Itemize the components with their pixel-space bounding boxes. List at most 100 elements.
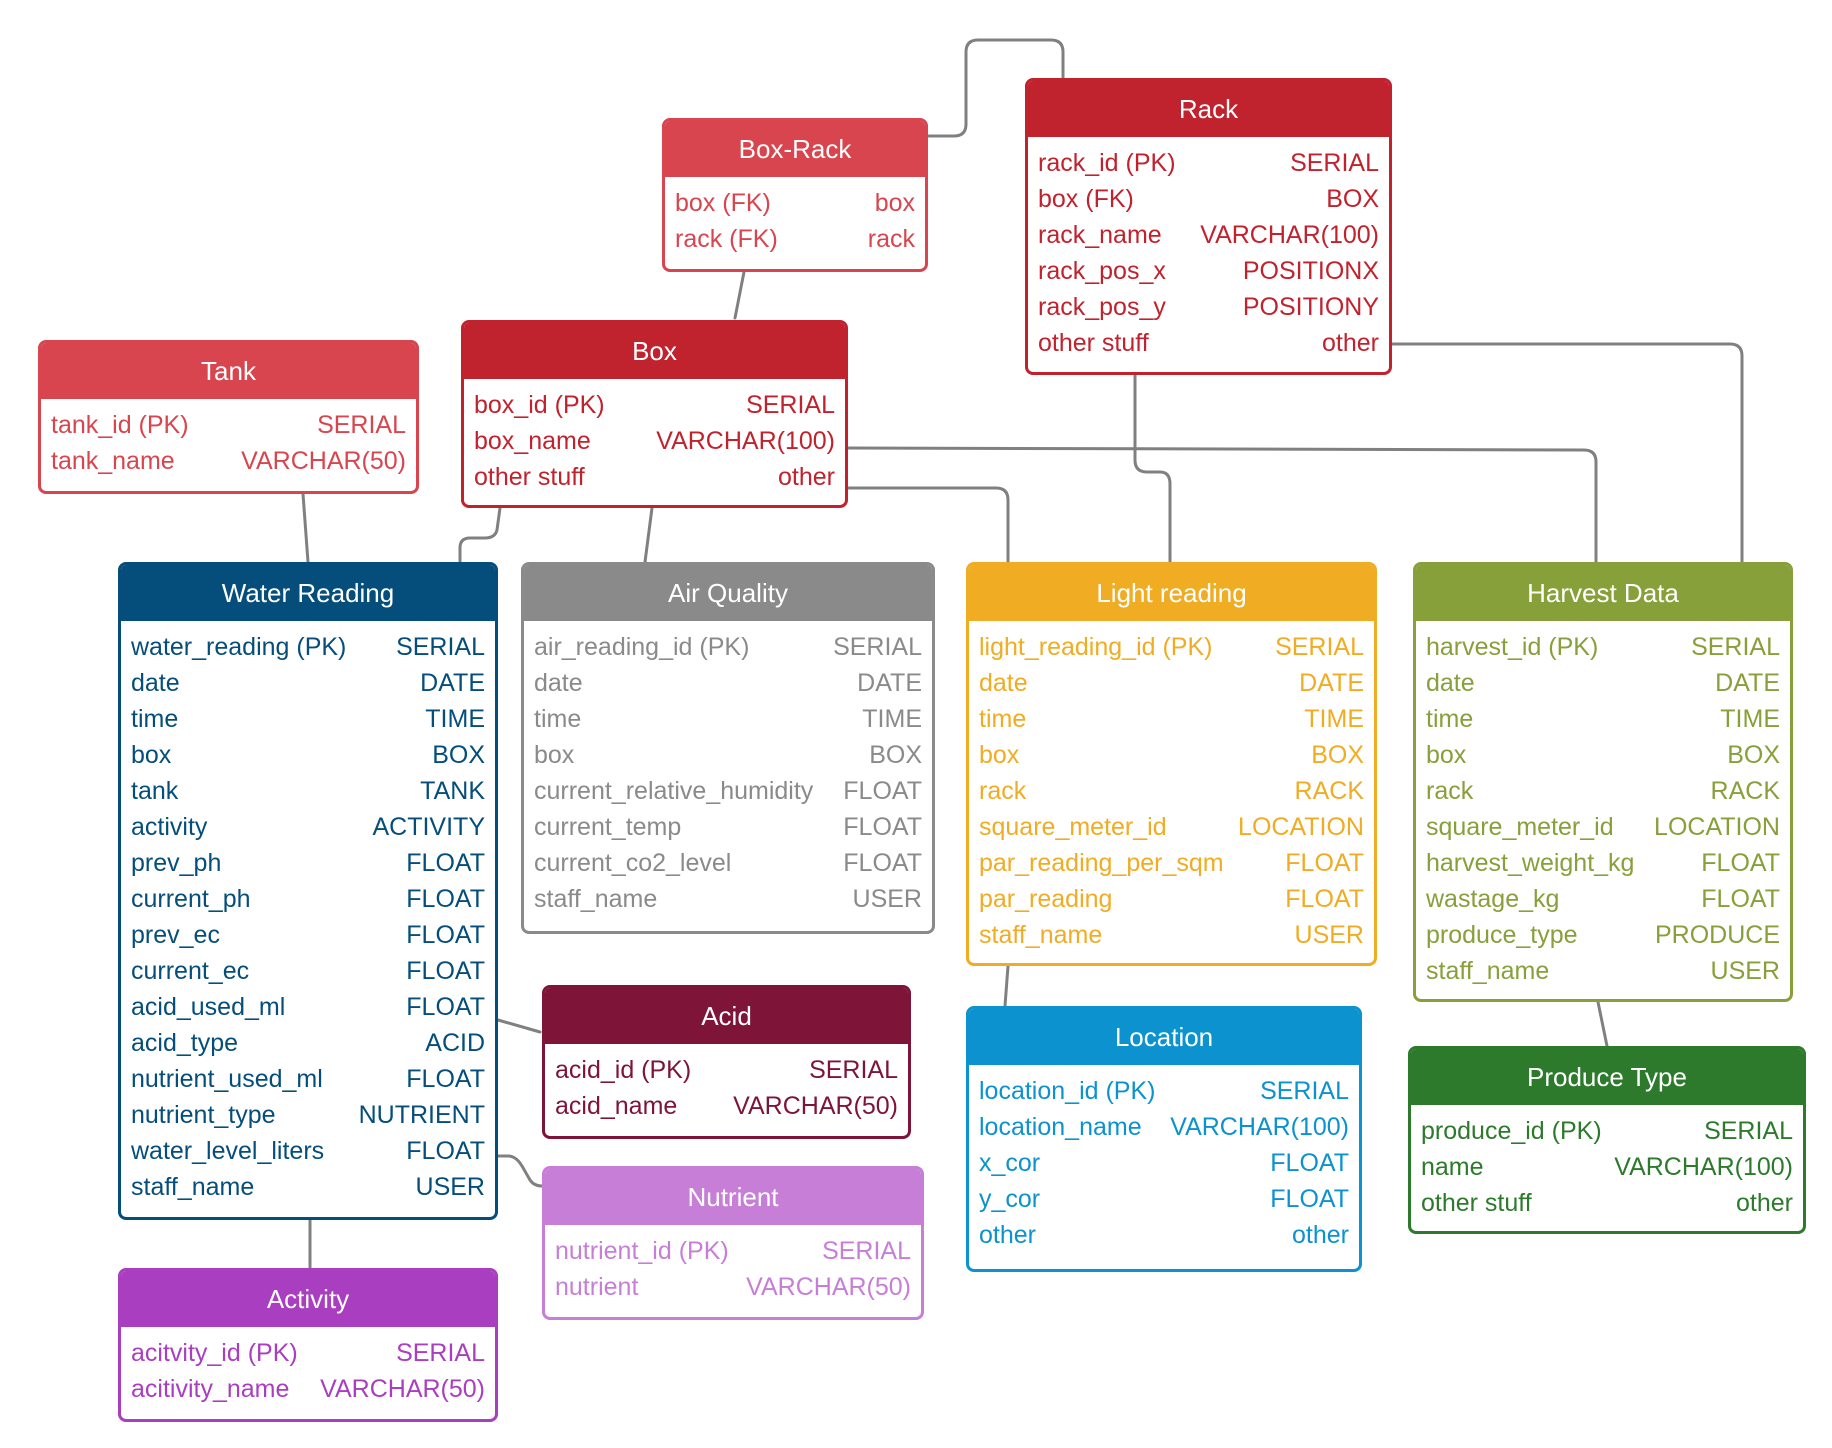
column-type: other xyxy=(778,463,835,491)
column-row: tank_id (PK)SERIAL xyxy=(51,407,406,443)
link-box-lightreading xyxy=(846,486,1010,564)
entity-title: Light reading xyxy=(1096,578,1247,608)
column-name: staff_name xyxy=(534,885,658,913)
column-type: POSITIONX xyxy=(1242,257,1379,285)
column-name: name xyxy=(1421,1153,1484,1181)
entity-header: Light reading xyxy=(969,565,1374,621)
column-type: TIME xyxy=(1304,705,1364,733)
column-name: box (FK) xyxy=(1038,185,1134,213)
column-name: acitivity_name xyxy=(131,1375,290,1403)
column-name: other xyxy=(979,1221,1036,1249)
entity-produce-type[interactable]: Produce Type produce_id (PK)SERIAL name VA… xyxy=(1408,1046,1806,1234)
column-row: box_id (PK)SERIAL xyxy=(474,387,835,423)
column-name: prev_ec xyxy=(131,921,220,949)
column-row: produce_id (PK)SERIAL xyxy=(1421,1113,1793,1149)
column-name: rack xyxy=(1426,777,1474,805)
column-name: prev_ph xyxy=(131,849,222,877)
column-type: LOCATION xyxy=(1654,813,1780,841)
column-row: harvest_id (PK)SERIAL xyxy=(1426,629,1780,665)
column-row: acid_id (PK)SERIAL xyxy=(555,1052,898,1088)
column-name: staff_name xyxy=(1426,957,1550,985)
column-name: acid_used_ml xyxy=(131,993,286,1021)
column-type: VARCHAR(50) xyxy=(320,1375,485,1403)
column-name: current_temp xyxy=(534,813,682,841)
column-name: location_id (PK) xyxy=(979,1077,1156,1105)
column-type: BOX xyxy=(432,741,485,769)
link-waterreading-nutrient xyxy=(496,1154,544,1188)
column-type: TANK xyxy=(420,777,485,805)
column-type: FLOAT xyxy=(843,777,922,805)
entity-header: Water Reading xyxy=(121,565,495,621)
column-name: box xyxy=(131,741,172,769)
column-type: TIME xyxy=(862,705,922,733)
entity-water-reading[interactable]: Water Reading water_reading (PK) SERIAL da… xyxy=(118,562,498,1220)
entity-title: Water Reading xyxy=(221,578,395,608)
column-type: TIME xyxy=(1720,705,1780,733)
link-box-airquality xyxy=(643,506,654,564)
column-type: FLOAT xyxy=(406,1065,485,1093)
column-type: FLOAT xyxy=(1270,1185,1349,1213)
column-name: other stuff xyxy=(474,463,585,491)
column-name: current_ph xyxy=(131,885,251,913)
column-name: date xyxy=(131,669,180,697)
column-name: water_reading (PK) xyxy=(131,633,347,661)
column-name: box_name xyxy=(474,427,591,455)
column-row: box BOX xyxy=(131,737,485,773)
entity-title: Produce Type xyxy=(1527,1062,1687,1092)
link-box-harvestdata xyxy=(846,446,1598,564)
column-type: SERIAL xyxy=(396,633,485,661)
column-name: par_reading xyxy=(979,885,1113,913)
column-name: rack xyxy=(979,777,1027,805)
column-type: DATE xyxy=(1299,669,1364,697)
entity-title: Tank xyxy=(201,356,256,386)
column-name: wastage_kg xyxy=(1426,885,1560,913)
column-row: name VARCHAR(100) xyxy=(1421,1149,1793,1185)
column-name: tank_name xyxy=(51,447,175,475)
column-name: other stuff xyxy=(1038,329,1149,357)
column-type: FLOAT xyxy=(406,1137,485,1165)
entity-title: Location xyxy=(1114,1022,1214,1052)
column-type: FLOAT xyxy=(406,849,485,877)
entity-light-reading[interactable]: Light reading light_reading_id (PK)SERIA… xyxy=(966,562,1377,966)
column-type: NUTRIENT xyxy=(358,1101,485,1129)
entity-title: Rack xyxy=(1178,94,1239,124)
column-name: nutrient_id (PK) xyxy=(555,1237,729,1265)
column-name: light_reading_id (PK) xyxy=(979,633,1213,661)
column-type: VARCHAR(100) xyxy=(1614,1153,1793,1181)
column-name: time xyxy=(979,705,1027,733)
column-name: other stuff xyxy=(1421,1189,1532,1217)
column-name: box xyxy=(534,741,575,769)
column-type: FLOAT xyxy=(406,921,485,949)
column-type: ACID xyxy=(425,1029,485,1057)
column-name: produce_id (PK) xyxy=(1421,1117,1602,1145)
column-name: rack_id (PK) xyxy=(1038,149,1176,177)
